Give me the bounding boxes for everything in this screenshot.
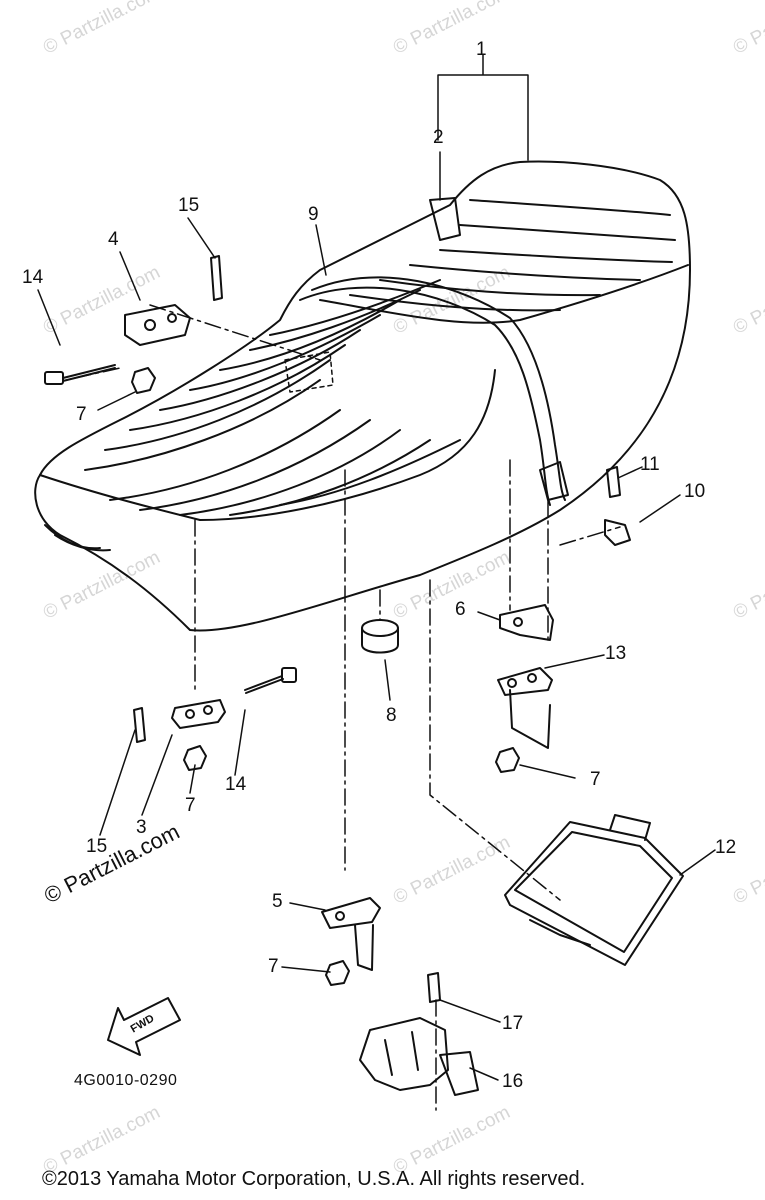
- seat-assembly: [34, 160, 691, 632]
- callout-14: 14: [22, 267, 44, 288]
- part-13-bracket: [497, 667, 553, 749]
- part-8-damper: [361, 619, 399, 654]
- part-15-pin: [210, 255, 223, 301]
- copyright-notice: ©2013 Yamaha Motor Corporation, U.S.A. A…: [42, 1168, 586, 1190]
- part-4-bracket: [124, 304, 191, 346]
- callout-7: 7: [590, 769, 601, 790]
- callout-15: 15: [86, 836, 108, 857]
- callout-15: 15: [178, 195, 200, 216]
- callout-7: 7: [185, 795, 196, 816]
- callout-4: 4: [108, 229, 119, 250]
- part-6-bracket: [499, 604, 554, 641]
- callout-7: 7: [76, 404, 87, 425]
- part-15-pin-lower: [133, 707, 146, 743]
- callout-12: 12: [715, 837, 737, 858]
- part-17-screw: [427, 972, 441, 1003]
- part-14-bolt-lower: [244, 667, 297, 694]
- part-12-tray: [504, 814, 684, 966]
- callout-6: 6: [455, 599, 466, 620]
- part-16-lock: [359, 1017, 479, 1096]
- part-3-hinge: [171, 699, 226, 729]
- forward-arrow-icon: [107, 997, 181, 1056]
- callout-16: 16: [502, 1071, 524, 1092]
- callout-14: 14: [225, 774, 247, 795]
- diagram-code: 4G0010-0290: [74, 1072, 178, 1089]
- part-14-bolt: [44, 364, 116, 385]
- callout-9: 9: [308, 204, 319, 225]
- callout-13: 13: [605, 643, 627, 664]
- callout-2: 2: [433, 127, 444, 148]
- callout-8: 8: [386, 705, 397, 726]
- callout-11: 11: [640, 454, 660, 475]
- part-5-bracket: [321, 897, 381, 971]
- callout-lines: [37, 54, 716, 1081]
- callout-7: 7: [268, 956, 279, 977]
- callout-3: 3: [136, 817, 147, 838]
- callout-5: 5: [272, 891, 283, 912]
- part-11-bolt: [606, 466, 621, 498]
- callout-17: 17: [502, 1013, 524, 1034]
- callout-1: 1: [476, 39, 487, 60]
- callout-10: 10: [684, 481, 706, 502]
- part-7-nut: [131, 367, 520, 986]
- part-10-bolt: [604, 519, 631, 546]
